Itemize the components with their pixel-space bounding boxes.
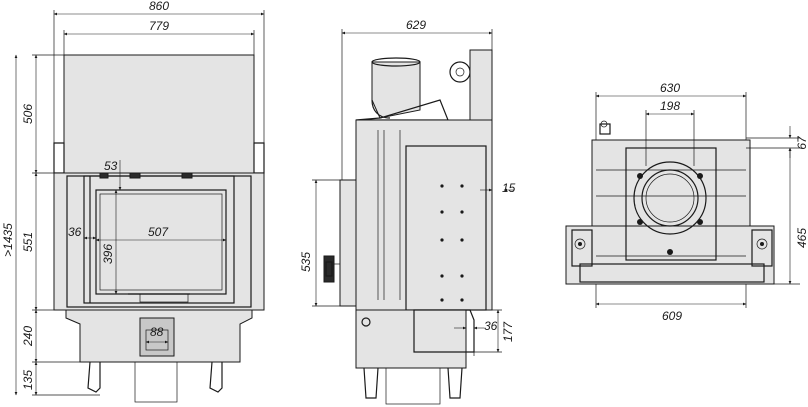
- door-latch-right: [181, 172, 193, 179]
- flue-collar-plate: [625, 147, 717, 261]
- dim-air-inlet: 88: [150, 325, 164, 339]
- dim-top-width: 630: [660, 81, 680, 95]
- dim-rear-height: 177: [501, 321, 515, 342]
- leg-right: [209, 361, 223, 393]
- dim-flange: 15: [502, 181, 516, 195]
- leg-center-box: [134, 361, 178, 403]
- flue-outer-ring: [633, 161, 707, 235]
- dim-inner-width: 779: [149, 19, 169, 33]
- dim-overall-width: 860: [149, 0, 169, 13]
- side-leg-rear: [447, 367, 463, 399]
- front-view: 860 779 >1435 506 551 240 135 53 36 507 …: [1, 0, 265, 403]
- dim-height-total: >1435: [1, 223, 15, 257]
- side-leg-front: [363, 367, 379, 399]
- fan-icon: [449, 61, 471, 83]
- dim-depth: 629: [406, 18, 426, 32]
- bolt-group: [440, 184, 464, 302]
- side-inlet-hole: [361, 317, 371, 327]
- top-front-lip: [579, 263, 765, 283]
- dim-front-offset: 67: [795, 135, 808, 150]
- side-door-profile: [339, 179, 357, 307]
- front-body: [53, 172, 265, 311]
- dim-height-lower: 240: [21, 326, 35, 347]
- dim-height-legs: 135: [21, 370, 35, 390]
- bracket-right: [751, 229, 773, 267]
- door-latch-left: [99, 172, 109, 179]
- flue-inner-ring: [641, 169, 699, 227]
- leg-left: [87, 361, 101, 393]
- top-corner-hook: [599, 123, 611, 135]
- door-frame: [83, 175, 235, 304]
- dim-height-upper: 506: [21, 104, 35, 124]
- top-view: 630 198 67 465 609: [565, 81, 808, 323]
- glass-inner: [99, 193, 223, 291]
- dim-height-mid: 551: [21, 232, 35, 252]
- dim-glass-top: 53: [104, 159, 118, 173]
- dim-rear-width: 609: [662, 309, 682, 323]
- door-latch-mid: [129, 172, 141, 179]
- flue-bend: [371, 99, 391, 119]
- dim-glass-height: 396: [101, 244, 115, 264]
- bracket-left: [571, 229, 593, 267]
- flue-pipe: [371, 61, 421, 119]
- air-inlet-damper: [145, 329, 169, 351]
- dim-rear-offset: 36: [484, 319, 498, 333]
- dim-door-height: 535: [299, 252, 313, 272]
- handle-bar: [139, 293, 189, 303]
- side-view: 629 535 15 36 177: [299, 18, 516, 405]
- side-base: [355, 309, 467, 369]
- side-center-box: [385, 367, 441, 405]
- side-body: [355, 119, 493, 311]
- door-handle: [323, 255, 335, 283]
- dim-glass-side: 36: [68, 225, 82, 239]
- dim-top-depth: 465: [795, 228, 808, 248]
- front-upper-casing: [63, 54, 255, 174]
- dim-glass-width: 507: [148, 225, 169, 239]
- dim-flue-diameter: 198: [660, 99, 680, 113]
